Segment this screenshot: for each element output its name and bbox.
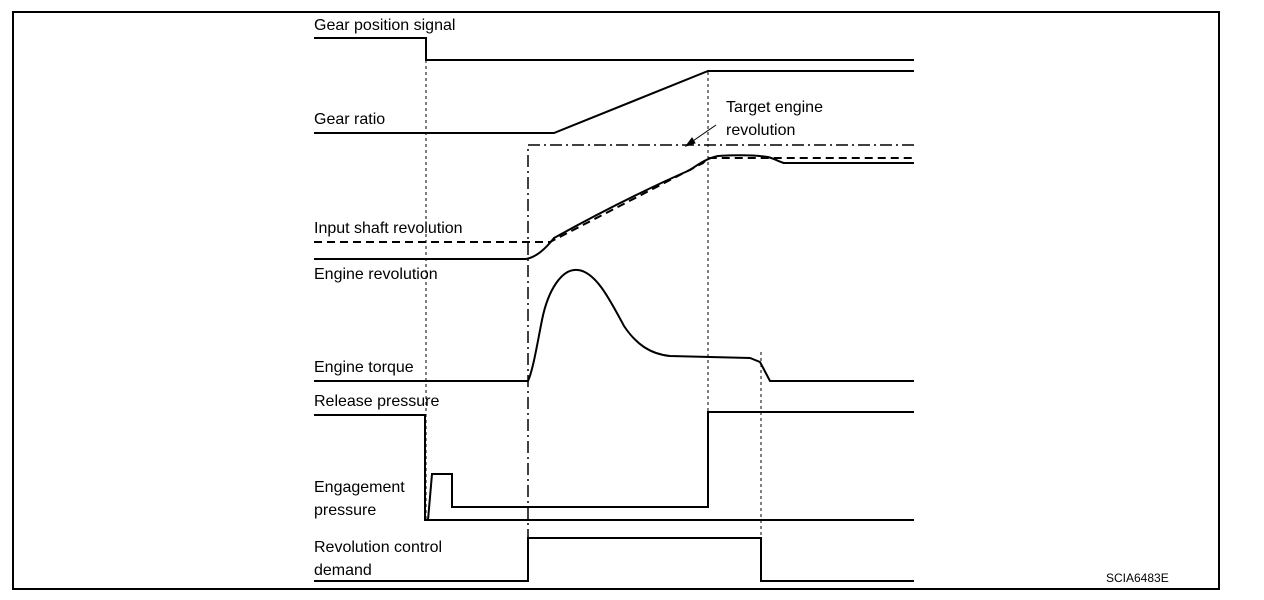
- target-engine-revolution-label-line1: Target engine: [726, 99, 823, 116]
- engine-torque-label: Engine torque: [314, 359, 414, 376]
- figure-code: SCIA6483E: [1106, 571, 1169, 585]
- engagement-pressure-trace: [427, 411, 914, 521]
- engagement-pressure-label-line2: pressure: [314, 502, 377, 519]
- revolution-control-demand-label-line2: demand: [314, 562, 372, 579]
- target-leader-line: [689, 124, 717, 144]
- target-leader-arrowhead: [684, 137, 696, 147]
- diagram-frame: [12, 11, 1220, 590]
- engine-revolution-label: Engine revolution: [314, 266, 438, 283]
- input-shaft-revolution-trace: [314, 157, 914, 243]
- revolution-control-demand-label-line1: Revolution control: [314, 539, 443, 556]
- engine-torque-trace: [314, 268, 914, 382]
- release-pressure-label: Release pressure: [314, 393, 440, 410]
- release-pressure-trace: [314, 414, 914, 521]
- input-shaft-revolution-label: Input shaft revolution: [314, 220, 463, 237]
- gear-ratio-trace: [314, 70, 914, 134]
- gear-ratio-label: Gear ratio: [314, 111, 386, 128]
- gear-position-signal-trace: [314, 37, 914, 61]
- target-engine-revolution-label-line2: revolution: [726, 122, 796, 139]
- gear-position-signal-label: Gear position signal: [314, 17, 456, 34]
- engagement-pressure-label-line1: Engagement: [314, 479, 405, 496]
- target-engine-revolution-trace: [527, 144, 914, 540]
- engine-revolution-trace: [314, 154, 914, 260]
- revolution-control-demand-trace: [314, 537, 914, 582]
